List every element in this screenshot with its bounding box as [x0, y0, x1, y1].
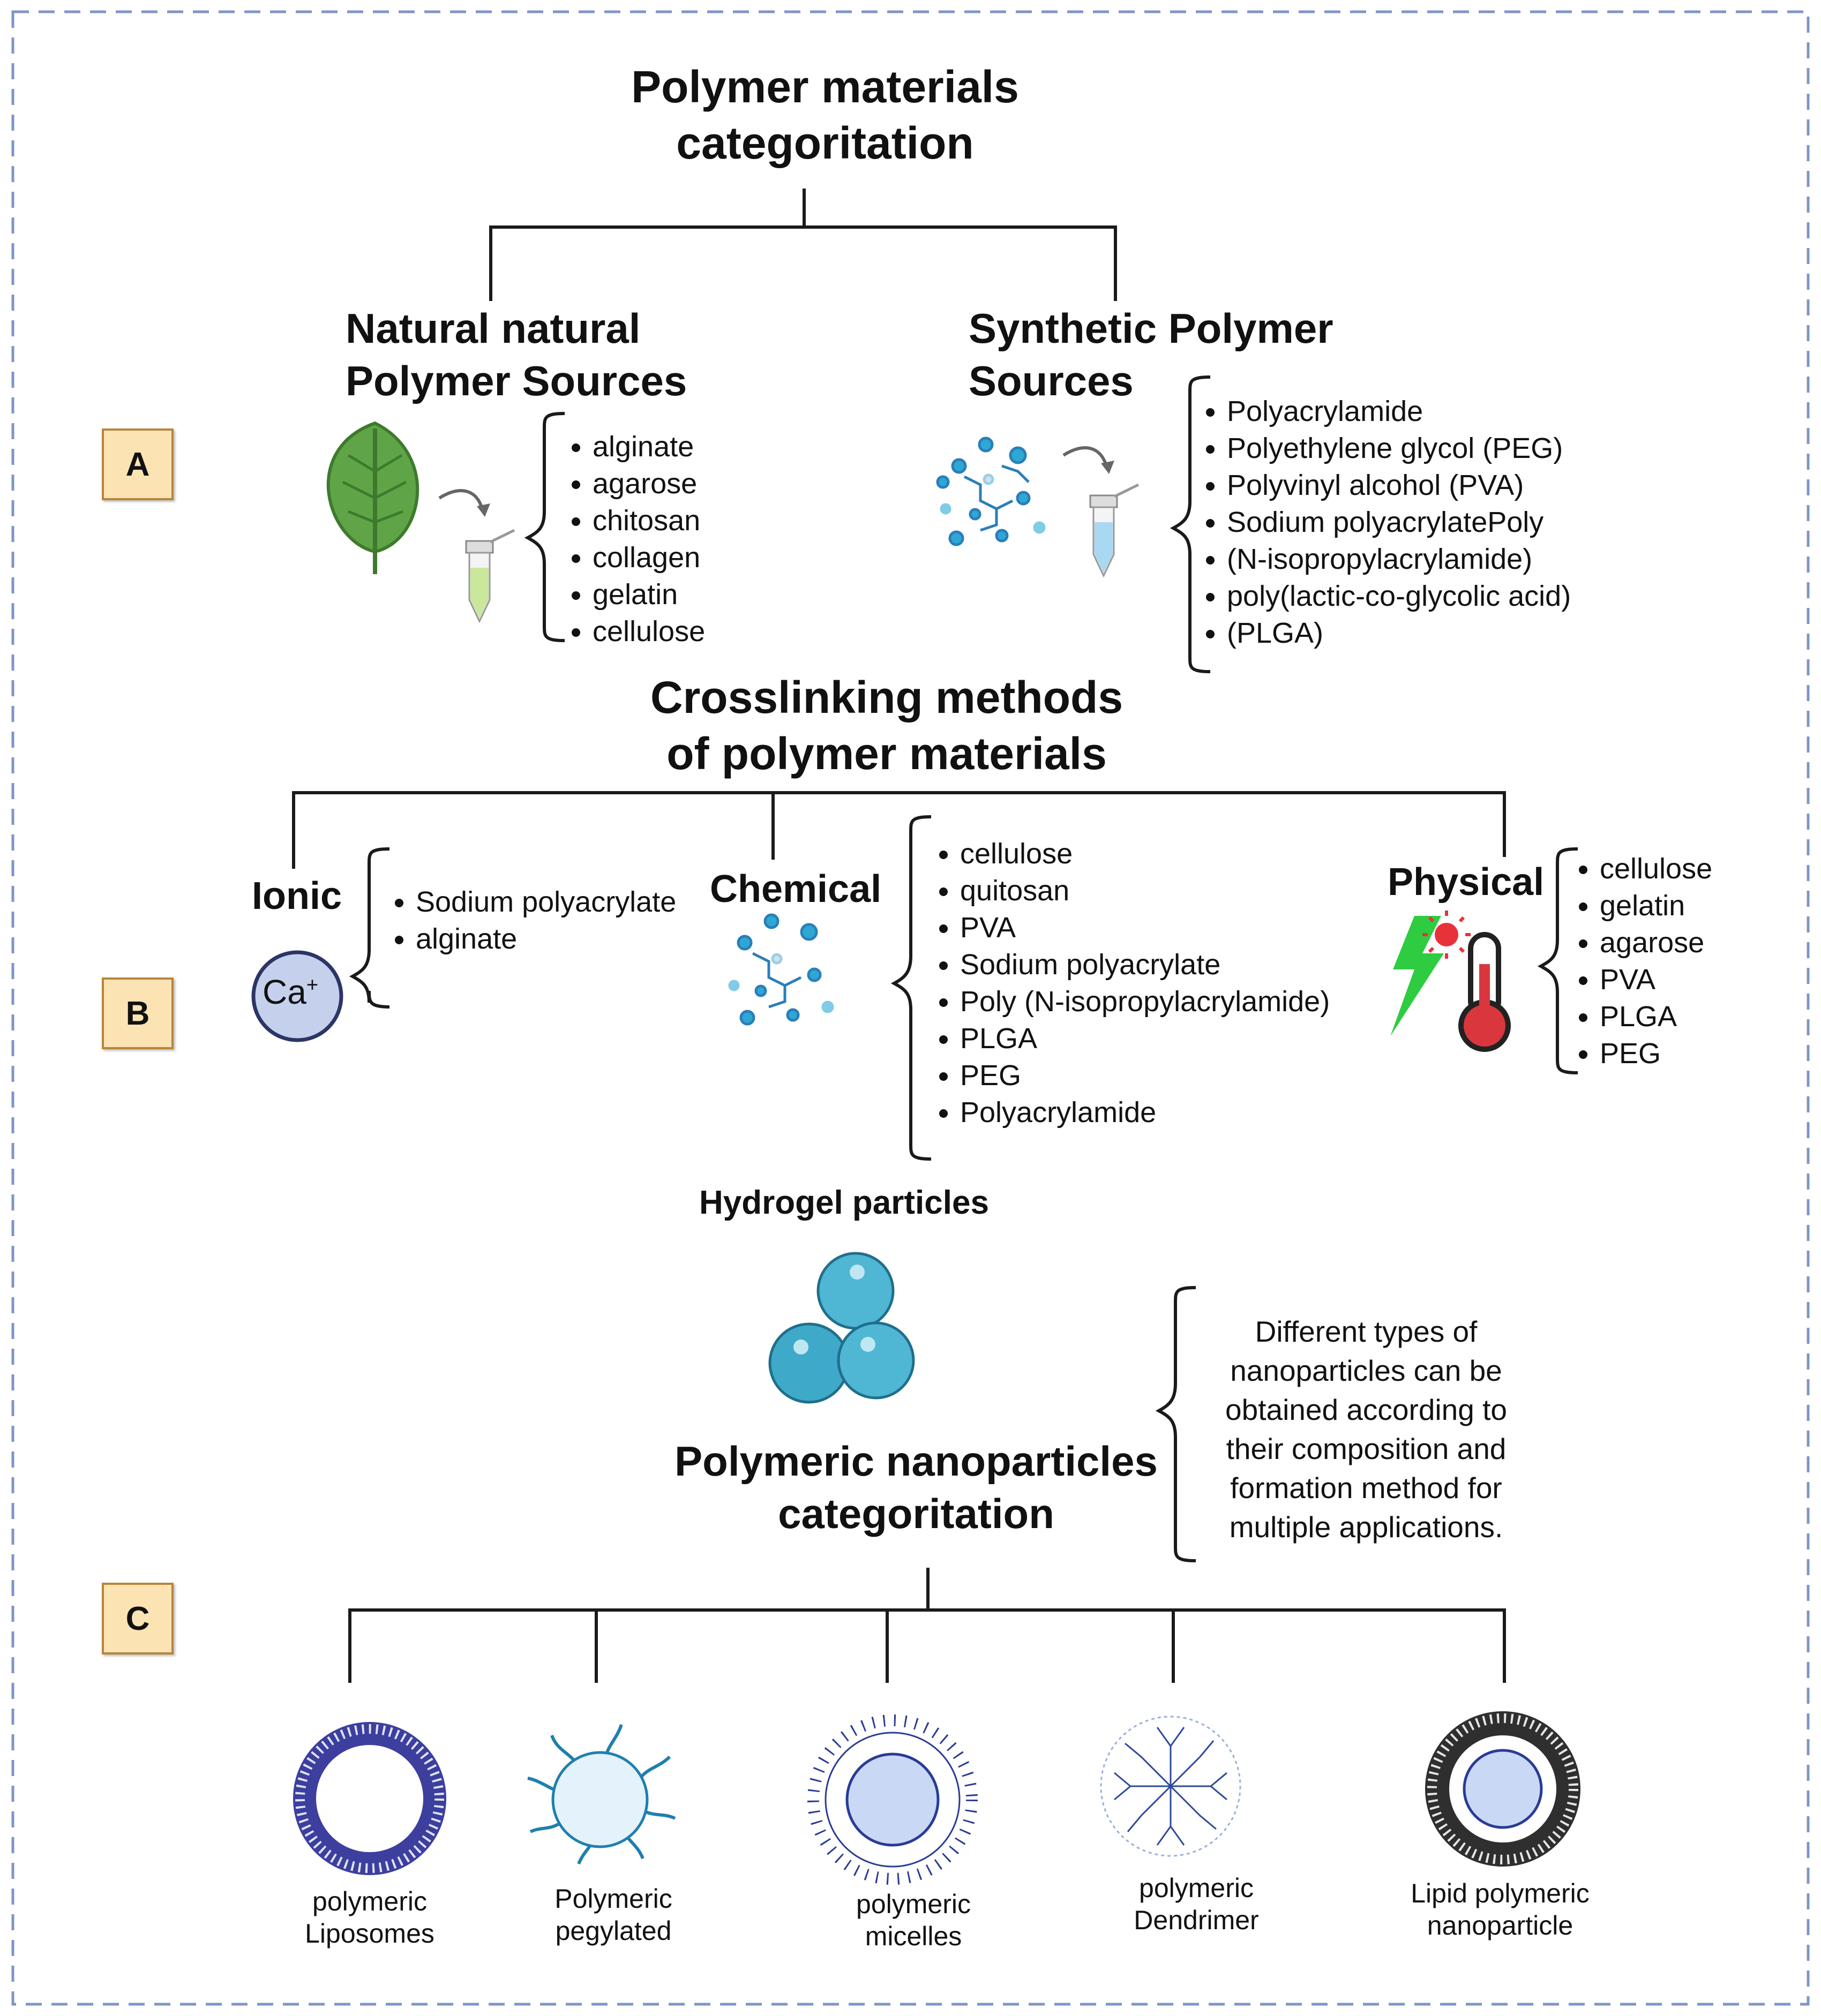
physical-list-item: agarose	[1600, 924, 1712, 961]
badge-c: C	[102, 1583, 174, 1654]
chemical-list-item: PLGA	[960, 1020, 1330, 1057]
physical-list-item: PEG	[1600, 1035, 1712, 1072]
chemical-heading: Chemical	[710, 868, 882, 911]
ion-label: Ca+	[263, 973, 319, 1011]
synthetic-list-item: (N-isopropylacrylamide)	[1227, 541, 1571, 578]
badge-b: B	[102, 977, 174, 1049]
ionic-list-item: Sodium polyacrylate	[416, 884, 676, 921]
note-line: formation method for	[1230, 1471, 1502, 1505]
physical-list: cellulosegelatinagarosePVAPLGAPEG	[1569, 851, 1712, 1072]
natural-list-item: alginate	[593, 428, 705, 465]
molecule-icon	[936, 437, 1046, 546]
note-line: multiple applications.	[1229, 1510, 1503, 1544]
hydrogel-spheres-icon	[768, 1252, 915, 1404]
badge-a: A	[102, 428, 174, 500]
note-line: Different types of	[1255, 1315, 1478, 1348]
ionic-list: Sodium polyacrylatealginate	[385, 884, 676, 958]
lipid-nanoparticle-icon	[1425, 1711, 1580, 1867]
physical-list-item: cellulose	[1600, 851, 1712, 887]
natural-list-item: chitosan	[593, 502, 705, 539]
micelle-icon	[807, 1714, 978, 1885]
synthetic-list-item: Polyvinyl alcohol (PVA)	[1227, 467, 1571, 504]
chemical-list-item: Poly (N-isopropylacrylamide)	[960, 983, 1330, 1020]
thermometer-icon	[1458, 932, 1511, 1052]
pegylated-icon	[527, 1724, 676, 1865]
ionic-list-item: alginate	[416, 921, 676, 958]
tube-icon	[1062, 446, 1140, 578]
natural-list-item: cellulose	[593, 613, 705, 650]
note-line: nanoparticles can be	[1230, 1354, 1502, 1387]
synthetic-list-item: (PLGA)	[1227, 615, 1571, 652]
chemical-list-item: PVA	[960, 909, 1330, 946]
note-line: obtained according to	[1225, 1393, 1507, 1426]
synthetic-list: PolyacrylamidePolyethylene glycol (PEG)P…	[1196, 393, 1571, 652]
chemical-list-item: quitosan	[960, 872, 1330, 909]
molecule-icon	[728, 913, 834, 1026]
nanoparticle-note: Different types of nanoparticles can be ob…	[1200, 1312, 1532, 1547]
ion-icon	[251, 950, 343, 1042]
physical-list-item: PLGA	[1600, 998, 1712, 1035]
physical-list-item: PVA	[1600, 961, 1712, 998]
natural-list-item: collagen	[593, 539, 705, 576]
note-line: their composition and	[1226, 1432, 1507, 1465]
chemical-list-item: Polyacrylamide	[960, 1094, 1330, 1131]
chemical-list: cellulosequitosanPVASodium polyacrylateP…	[929, 836, 1330, 1131]
dashed-frame	[11, 10, 1810, 2006]
tube-icon	[438, 489, 515, 623]
ionic-heading: Ionic	[252, 875, 342, 917]
synthetic-list-item: Polyacrylamide	[1227, 393, 1571, 430]
natural-list: alginateagarosechitosancollagengelatince…	[561, 428, 705, 650]
synthetic-list-item: Polyethylene glycol (PEG)	[1227, 430, 1571, 467]
physical-heading: Physical	[1388, 861, 1545, 904]
hydrogel-label: Hydrogel particles	[699, 1184, 989, 1221]
lightning-icon	[1390, 916, 1444, 1036]
liposome-icon	[293, 1722, 446, 1875]
leaf-icon	[326, 421, 419, 574]
physical-list-item: gelatin	[1600, 887, 1712, 924]
dendrimer-icon	[1100, 1716, 1241, 1857]
chemical-list-item: cellulose	[960, 836, 1330, 872]
natural-list-item: agarose	[593, 465, 705, 502]
chemical-list-item: Sodium polyacrylate	[960, 946, 1330, 983]
natural-list-item: gelatin	[593, 576, 705, 613]
sun-icon	[1422, 911, 1471, 959]
synthetic-list-item: Sodium polyacrylatePoly	[1227, 504, 1571, 541]
chemical-list-item: PEG	[960, 1057, 1330, 1094]
synthetic-list-item: poly(lactic-co-glycolic acid)	[1227, 578, 1571, 615]
